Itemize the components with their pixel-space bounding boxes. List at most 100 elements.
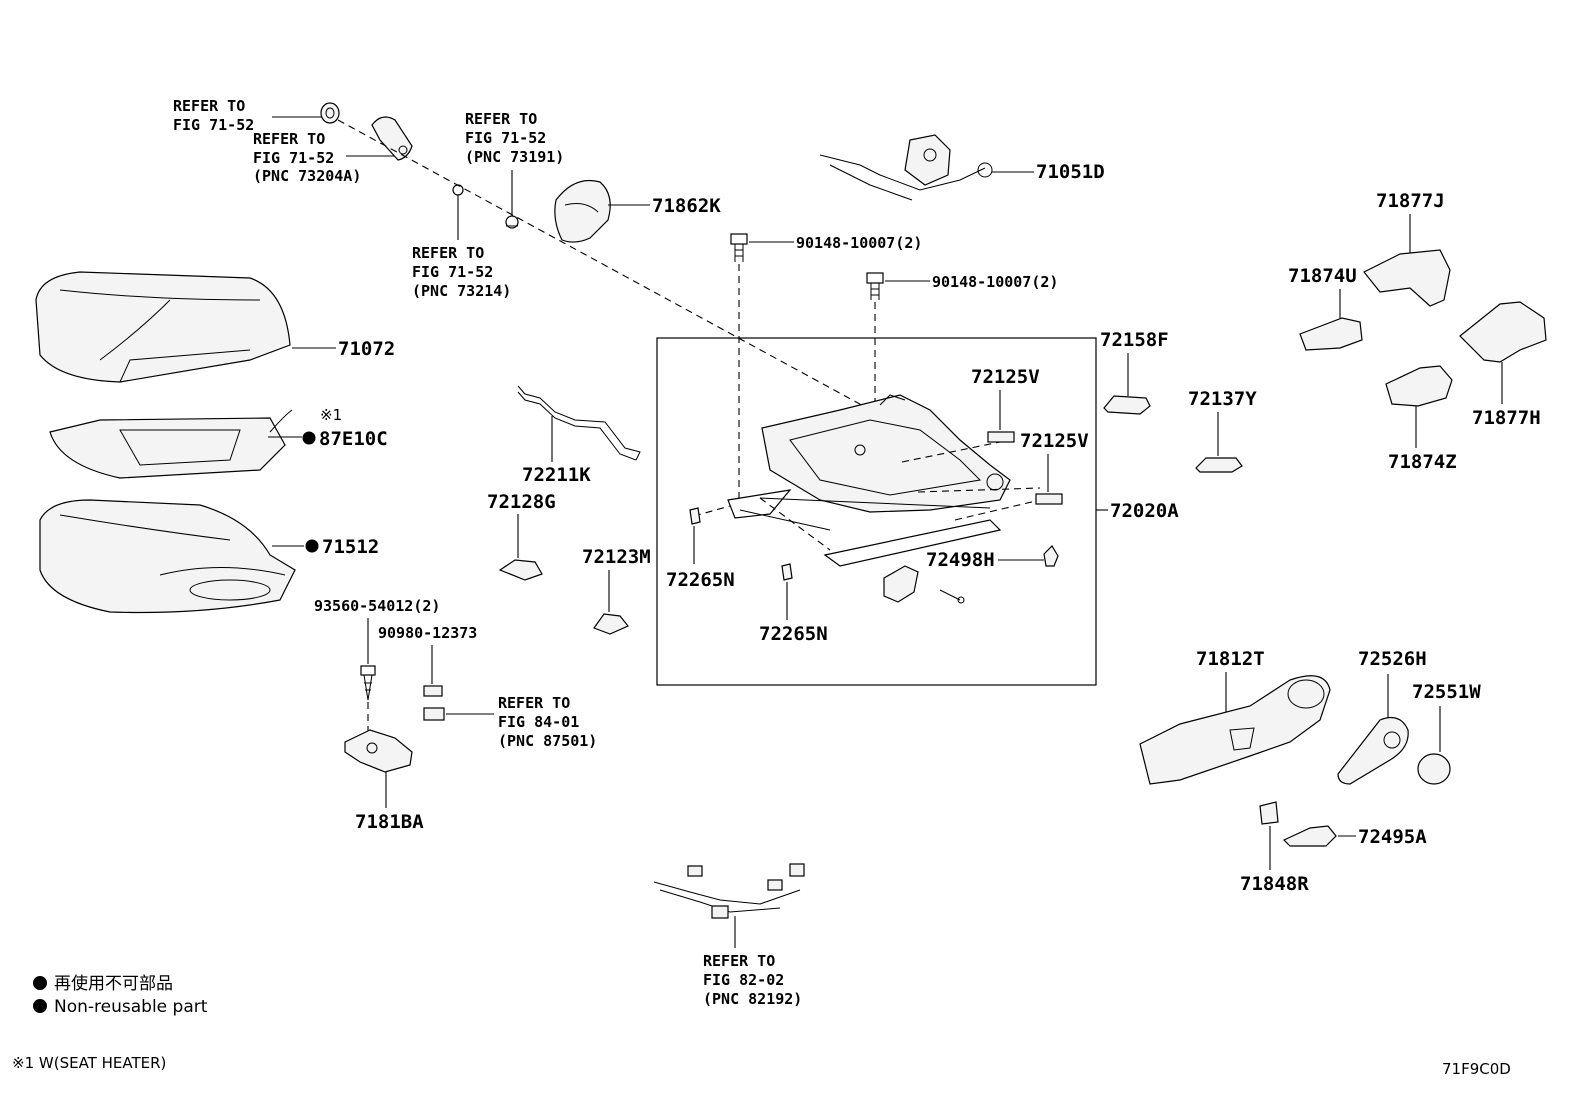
screw-93560-part xyxy=(360,665,376,701)
dashed-alignment-line xyxy=(337,119,881,416)
ref-fig-71-52-d: REFER TO FIG 71-52 (PNC 73214) xyxy=(412,244,511,300)
part-number-71862K: 71862K xyxy=(652,195,721,217)
shield-71812T-part xyxy=(1139,675,1331,785)
part-number-71877H: 71877H xyxy=(1472,407,1541,429)
ref-line: FIG 71-52 xyxy=(253,149,334,167)
ref-line: FIG 71-52 xyxy=(173,116,254,134)
seat-cushion-cover-part xyxy=(35,271,291,383)
part-number-72158F: 72158F xyxy=(1100,329,1169,351)
bolt-90148-a xyxy=(730,233,748,262)
part-number-72137Y: 72137Y xyxy=(1188,388,1257,410)
part-number-71512: 71512 xyxy=(322,536,379,558)
cover-72158F-part xyxy=(1103,395,1151,415)
legend-dot-en xyxy=(33,999,47,1013)
clip-72128G-part xyxy=(498,559,543,581)
part-number-72498H: 72498H xyxy=(926,549,995,571)
part-number-72123M: 72123M xyxy=(582,546,651,568)
ref-line: (PNC 73204A) xyxy=(253,167,361,185)
part-number-72125V-a: 72125V xyxy=(971,366,1040,388)
part-number-7181BA: 7181BA xyxy=(355,811,424,833)
wire-harness-bottom-part xyxy=(653,863,805,919)
part-number-71051D: 71051D xyxy=(1036,161,1105,183)
clip-72265N-b-part xyxy=(781,563,793,581)
part-number-93560: 93560-54012(2) xyxy=(314,597,440,615)
bushing-72125V-a-part xyxy=(987,431,1015,443)
part-number-90148-a: 90148-10007(2) xyxy=(796,234,922,252)
non-reusable-mark xyxy=(302,431,316,445)
cover-71877J-part xyxy=(1363,249,1451,307)
part-number-72495A: 72495A xyxy=(1358,826,1427,848)
knob-72526H-part xyxy=(1337,717,1409,785)
ref-fig-84-01: REFER TO FIG 84-01 (PNC 87501) xyxy=(498,694,597,750)
ref-fig-71-52-b: REFER TO FIG 71-52 (PNC 73204A) xyxy=(253,130,361,185)
knob-part xyxy=(320,102,340,124)
legend-dot-jp xyxy=(33,976,47,990)
ref-line: (PNC 73214) xyxy=(412,282,511,300)
knob-72495A-part xyxy=(1282,825,1337,847)
ref-line: FIG 71-52 xyxy=(465,129,546,147)
clip-72498H-part xyxy=(1043,545,1059,567)
cover-71874Z-part xyxy=(1385,365,1453,407)
part-number-72211K: 72211K xyxy=(522,464,591,486)
footnote-mark: ※1 xyxy=(320,406,342,424)
ref-line: FIG 84-01 xyxy=(498,713,579,731)
wire-rod-72211K-part xyxy=(517,385,641,461)
figure-code: 71F9C0D xyxy=(1442,1060,1511,1078)
ref-line: REFER TO xyxy=(498,694,570,712)
seat-heater-part xyxy=(49,409,293,479)
bolt-90148-b xyxy=(866,272,884,300)
connector-90980-part xyxy=(423,685,443,697)
part-number-71812T: 71812T xyxy=(1196,648,1265,670)
part-number-71072: 71072 xyxy=(338,338,395,360)
cover-71877H-part xyxy=(1459,301,1547,363)
ref-line: (PNC 87501) xyxy=(498,732,597,750)
ref-fig-71-52-c: REFER TO FIG 71-52 (PNC 73191) xyxy=(465,110,564,166)
seat-cushion-pad-part xyxy=(39,499,296,614)
part-number-72265N-b: 72265N xyxy=(759,623,828,645)
ref-line: FIG 71-52 xyxy=(412,263,493,281)
part-number-72265N-a: 72265N xyxy=(666,569,735,591)
ref-line: REFER TO xyxy=(173,97,245,115)
dashed-alignment-line xyxy=(693,441,1041,551)
bracket-7181BA-part xyxy=(344,729,413,773)
shield-cover-part xyxy=(554,179,611,243)
washer-part xyxy=(452,184,464,196)
clip-72123M-part xyxy=(593,613,629,635)
cover-72137Y-part xyxy=(1195,457,1243,473)
cover-71874U-part xyxy=(1299,317,1363,351)
ref-line: FIG 82-02 xyxy=(703,971,784,989)
seat-adjuster-frame-part xyxy=(727,394,1011,604)
part-number-71874U: 71874U xyxy=(1288,265,1357,287)
legend-text-jp: 再使用不可部品 xyxy=(54,973,173,994)
ref-fig-82-02: REFER TO FIG 82-02 (PNC 82192) xyxy=(703,952,802,1008)
part-number-90148-b: 90148-10007(2) xyxy=(932,273,1058,291)
wire-harness-top-part xyxy=(819,134,993,201)
bushing-72125V-b-part xyxy=(1035,493,1063,505)
ref-line: REFER TO xyxy=(465,110,537,128)
part-number-72526H: 72526H xyxy=(1358,648,1427,670)
part-number-90980: 90980-12373 xyxy=(378,624,477,642)
part-number-72020A: 72020A xyxy=(1110,500,1179,522)
part-number-71874Z: 71874Z xyxy=(1388,451,1457,473)
non-reusable-mark xyxy=(305,539,319,553)
ref-line: REFER TO xyxy=(253,130,325,148)
part-number-72128G: 72128G xyxy=(487,491,556,513)
ref-line: REFER TO xyxy=(703,952,775,970)
part-number-72125V-b: 72125V xyxy=(1020,430,1089,452)
part-number-71877J: 71877J xyxy=(1376,190,1445,212)
seat-frame-group-box xyxy=(656,337,1097,686)
clip-72265N-a-part xyxy=(689,507,701,525)
clip-71848R-part xyxy=(1259,801,1279,825)
legend-text-en: Non-reusable part xyxy=(54,997,208,1017)
ref-line: REFER TO xyxy=(412,244,484,262)
ref-line: (PNC 82192) xyxy=(703,990,802,1008)
adjuster-handle-part xyxy=(371,116,413,161)
footnote-text: ※1 W(SEAT HEATER) xyxy=(12,1054,166,1072)
part-number-72551W: 72551W xyxy=(1412,681,1481,703)
part-number-71848R: 71848R xyxy=(1240,873,1309,895)
connector-part xyxy=(423,707,445,721)
part-number-87E10C: 87E10C xyxy=(319,428,388,450)
clip-part xyxy=(505,215,519,229)
